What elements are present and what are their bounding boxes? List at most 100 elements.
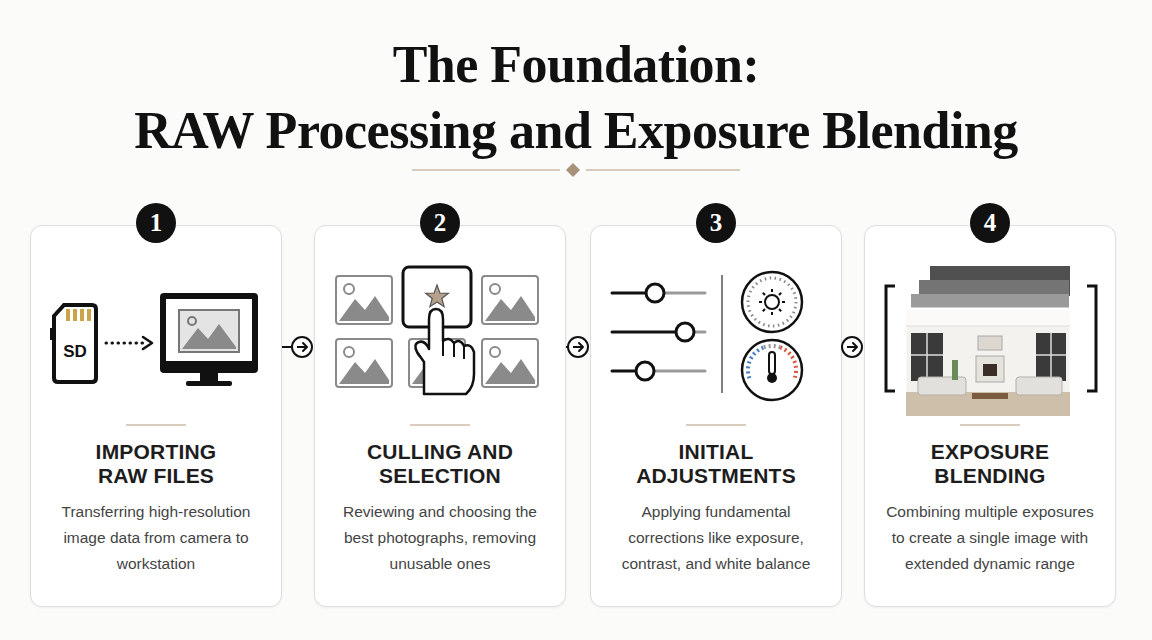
title-divider-part — [586, 169, 740, 171]
arrow-head — [853, 343, 857, 351]
bracket-left — [886, 286, 895, 391]
step-number: 3 — [710, 203, 723, 243]
adjustment-sliders-part — [646, 284, 664, 302]
interior-photo-part — [918, 377, 966, 395]
step-description: Transferring high-resolution image data … — [49, 499, 263, 577]
heading-accent-lines-part — [686, 424, 746, 426]
exposure-gauge-part — [759, 301, 762, 303]
step-number-badge: 2 — [420, 203, 460, 243]
heading-accent-lines-part — [410, 424, 470, 426]
connector-circle — [842, 337, 862, 357]
interior-photo-part — [1050, 333, 1052, 381]
title-divider — [412, 163, 740, 177]
sd-card-icon-part — [87, 309, 91, 321]
step-card: IMPORTING RAW FILESTransferring high-res… — [30, 225, 282, 607]
adjustment-sliders-part — [636, 362, 654, 380]
white-balance-gauge-part — [742, 340, 802, 400]
sd-card-icon-part — [80, 309, 84, 321]
white-balance-gauge-part — [780, 347, 796, 378]
interior-photo-part — [911, 333, 943, 381]
monitor-icon-part — [160, 293, 258, 373]
white-balance-gauge-part — [769, 352, 775, 374]
adjustment-sliders-part — [612, 370, 645, 373]
pointer-hand-part — [453, 343, 455, 357]
step-card: INITIAL ADJUSTMENTS Applying fundamental … — [590, 225, 842, 607]
adjustment-sliders-part — [721, 275, 723, 393]
monitor-icon-part — [182, 324, 236, 349]
step-number-badge: 1 — [136, 203, 176, 243]
exposure-gauge-part — [779, 293, 781, 295]
flow-connector — [282, 337, 312, 357]
exposure-gauge-part — [779, 309, 781, 311]
pointer-hand-part — [463, 346, 465, 359]
interior-photo-part — [926, 333, 928, 381]
adjustment-sliders-part — [645, 370, 705, 373]
interior-photo-part — [983, 364, 997, 376]
thumbnail-grid — [336, 267, 538, 387]
interior-photo-part — [906, 310, 1070, 326]
thumbnail-grid-part — [336, 339, 392, 387]
connector-circle — [568, 337, 588, 357]
connector-line — [566, 346, 568, 348]
step-number-badge: 3 — [696, 203, 736, 243]
step-description: Applying fundamental corrections like ex… — [609, 499, 823, 577]
adjustment-sliders-part — [676, 323, 694, 341]
interior-photo — [905, 309, 1071, 417]
adjustment-sliders — [612, 275, 722, 393]
thumbnail-grid-part — [409, 339, 465, 387]
step-description: Reviewing and choosing the best photogra… — [333, 499, 547, 577]
interior-photo-part — [1036, 354, 1066, 356]
step-number: 4 — [984, 203, 997, 243]
pointer-hand — [415, 309, 474, 394]
thumbnail-grid-part — [403, 267, 471, 327]
title-line: RAW Processing and Exposure Blending — [60, 98, 1092, 164]
title-line: The Foundation: — [60, 32, 1092, 98]
thumbnail-grid-part — [336, 276, 392, 324]
step-heading: INITIAL ADJUSTMENTS — [635, 440, 797, 488]
exposure-gauge-part — [782, 301, 785, 303]
connector-shaft — [297, 346, 307, 348]
adjustment-sliders-part — [655, 292, 705, 295]
transfer-arrow-part — [143, 337, 152, 349]
heading-accent-lines — [126, 425, 1020, 426]
white-balance-gauge-part — [764, 346, 780, 347]
monitor-icon — [160, 293, 258, 386]
sd-card-icon-part — [50, 328, 56, 340]
interior-photo-part — [972, 393, 1008, 399]
sd-card-icon-part — [66, 309, 70, 321]
step-heading: CULLING AND SELECTION — [359, 440, 521, 488]
white-balance-gauge-part — [767, 373, 777, 383]
exposure-stack-part — [911, 294, 1069, 324]
interior-photo-part — [1036, 333, 1066, 381]
exposure-gauge-part — [771, 312, 773, 315]
white-balance-gauge — [742, 340, 802, 400]
interior-photo-part — [978, 336, 1002, 350]
exposure-stack-part — [919, 280, 1069, 310]
interior-photo-part — [911, 354, 943, 356]
interior-photo-part — [906, 392, 1070, 416]
connector-line — [282, 346, 292, 348]
exposure-gauge-part — [763, 309, 765, 311]
step-number: 1 — [150, 203, 163, 243]
step-description: Combining multiple exposures to create a… — [883, 499, 1097, 577]
flow-connector — [842, 337, 862, 357]
adjustment-sliders-part — [612, 292, 655, 295]
adjustment-sliders-part — [612, 331, 685, 334]
interior-photo-part — [952, 360, 958, 380]
exposure-gauge-part — [763, 293, 765, 295]
interior-photo-part — [1016, 377, 1062, 395]
step-heading: EXPOSURE BLENDING — [909, 440, 1071, 488]
connector-shaft — [573, 346, 583, 348]
connector-circle — [292, 337, 312, 357]
sd-card-icon — [50, 305, 96, 382]
heading-accent-lines-part — [960, 424, 1020, 426]
step-card: CULLING AND SELECTION Reviewing and choos… — [314, 225, 566, 607]
sd-card-icon-part — [73, 309, 77, 321]
bracket-right-part — [1087, 286, 1096, 391]
arrow-head — [303, 343, 307, 351]
diagram-title: The Foundation: RAW Processing and Expos… — [60, 32, 1092, 164]
step-number: 2 — [434, 203, 447, 243]
monitor-icon-part — [166, 299, 252, 361]
